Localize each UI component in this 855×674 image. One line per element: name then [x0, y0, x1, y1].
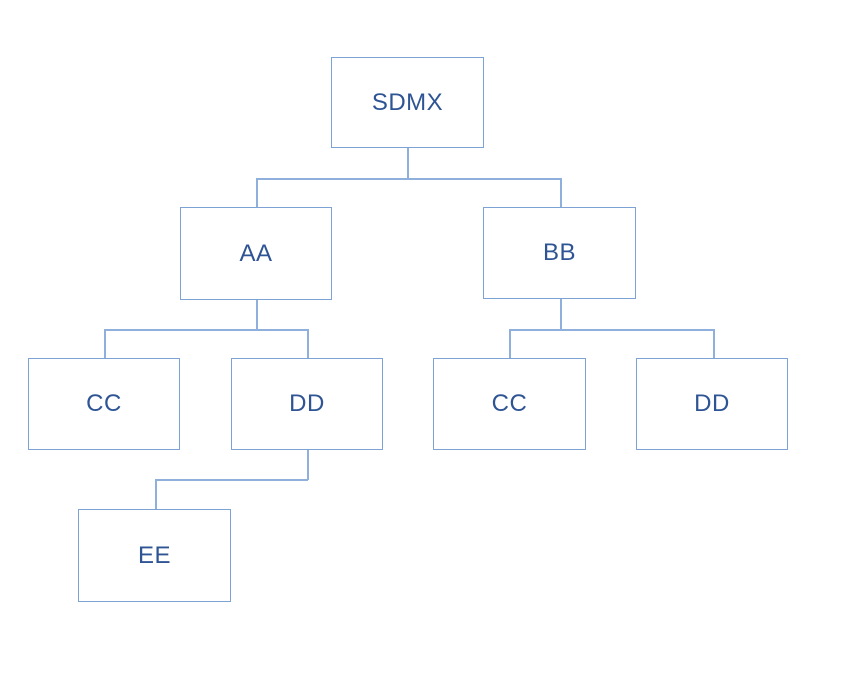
node-cc-right: CC	[433, 358, 586, 450]
connector-bb-drop	[560, 299, 562, 330]
connector-drop-aa	[256, 178, 258, 208]
node-sdmx: SDMX	[331, 57, 484, 148]
node-cc-right-label: CC	[491, 390, 528, 417]
connector-dd-ee-bar	[155, 479, 308, 481]
connector-drop-dd-left	[307, 329, 309, 359]
connector-sdmx-drop	[407, 148, 409, 179]
connector-drop-cc-left	[104, 329, 106, 359]
node-dd-right: DD	[636, 358, 788, 450]
node-cc-left-label: CC	[86, 390, 122, 417]
node-dd-left: DD	[231, 358, 383, 450]
connector-drop-bb	[560, 178, 562, 208]
connector-aa-drop	[256, 300, 258, 330]
connector-drop-dd-right	[713, 329, 715, 359]
node-dd-left-label: DD	[289, 390, 325, 417]
node-cc-left: CC	[28, 358, 180, 450]
node-aa-label: AA	[239, 239, 273, 267]
node-dd-right-label: DD	[694, 390, 730, 417]
node-bb-label: BB	[542, 239, 576, 266]
node-sdmx-label: SDMX	[371, 88, 444, 116]
connector-drop-ee	[155, 479, 157, 510]
connector-dd-left-drop	[307, 450, 309, 480]
node-ee: EE	[78, 509, 231, 602]
node-aa: AA	[180, 207, 332, 300]
connector-drop-cc-right	[509, 329, 511, 359]
node-ee-label: EE	[137, 541, 171, 569]
connector-bb-children-bar	[509, 329, 714, 331]
connector-sdmx-children-bar	[256, 178, 561, 180]
node-bb: BB	[483, 207, 636, 299]
connector-aa-children-bar	[104, 329, 308, 331]
